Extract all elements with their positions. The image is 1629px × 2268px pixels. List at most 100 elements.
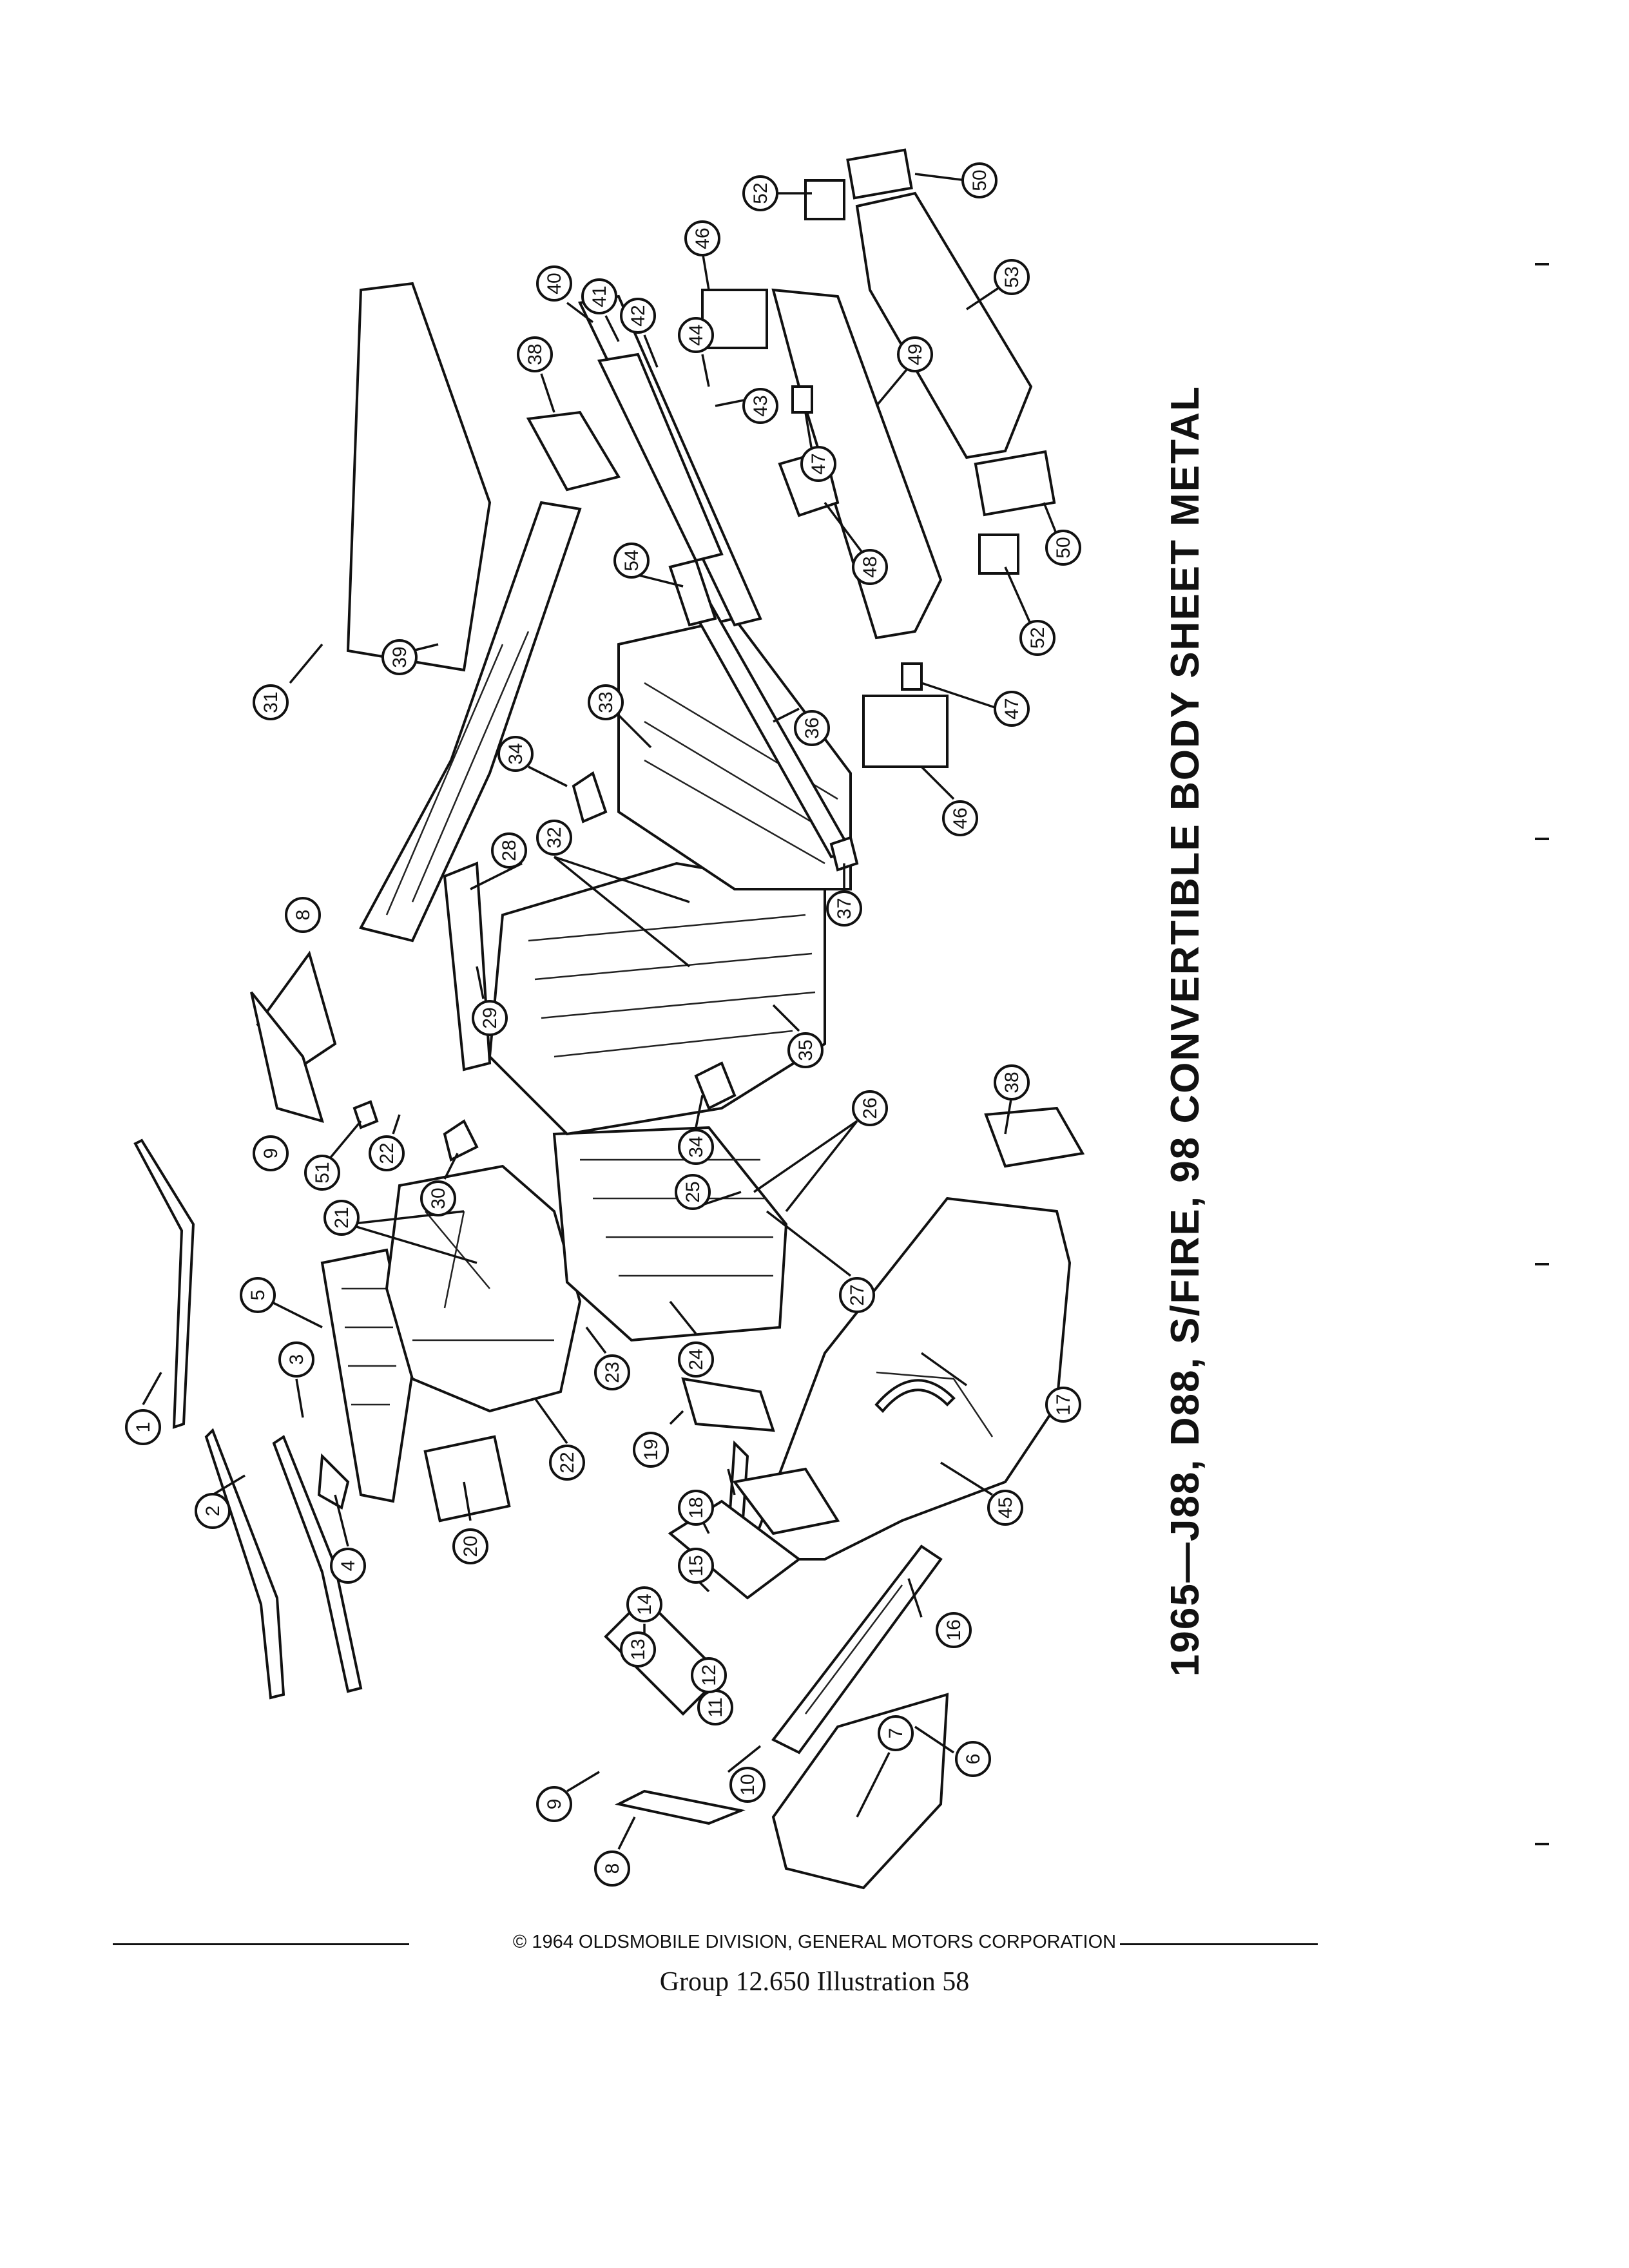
svg-text:52: 52 xyxy=(750,182,771,204)
callout-15: 15 xyxy=(678,1548,714,1584)
callout-14: 14 xyxy=(626,1586,662,1622)
callout-12: 12 xyxy=(691,1657,727,1693)
svg-text:33: 33 xyxy=(595,691,617,713)
svg-text:7: 7 xyxy=(885,1728,907,1739)
callout-21: 21 xyxy=(323,1200,360,1236)
callout-46-upper: 46 xyxy=(684,220,720,256)
callout-3: 3 xyxy=(278,1341,314,1378)
callout-44: 44 xyxy=(678,317,714,353)
callouts: 1 2 3 4 5 6 7 8 8 9 9 10 11 12 13 14 15 … xyxy=(125,162,1081,1887)
svg-text:44: 44 xyxy=(686,324,707,345)
callout-30: 30 xyxy=(420,1180,456,1216)
group-illustration-reference: Group 12.650 Illustration 58 xyxy=(659,1967,970,1997)
svg-text:23: 23 xyxy=(602,1361,623,1383)
callout-40: 40 xyxy=(536,265,572,302)
svg-text:39: 39 xyxy=(389,646,410,668)
callout-48: 48 xyxy=(852,549,888,585)
callout-43: 43 xyxy=(742,388,778,424)
part-outlines xyxy=(133,148,1085,1890)
svg-text:43: 43 xyxy=(750,395,771,416)
svg-text:9: 9 xyxy=(260,1148,282,1159)
callout-31: 31 xyxy=(253,684,289,720)
callout-52-lower: 52 xyxy=(1019,620,1055,656)
edge-mark xyxy=(1535,263,1549,265)
svg-text:9: 9 xyxy=(544,1799,565,1810)
callout-27: 27 xyxy=(839,1277,875,1313)
callout-47-upper: 47 xyxy=(800,446,836,482)
callout-22-lower: 22 xyxy=(549,1445,585,1481)
callout-50-lower: 50 xyxy=(1045,530,1081,566)
callout-51: 51 xyxy=(304,1155,340,1191)
svg-text:34: 34 xyxy=(686,1136,707,1157)
svg-text:14: 14 xyxy=(634,1593,655,1615)
svg-text:2: 2 xyxy=(202,1506,224,1517)
svg-text:3: 3 xyxy=(286,1354,307,1365)
svg-text:24: 24 xyxy=(686,1349,707,1370)
callout-18: 18 xyxy=(678,1490,714,1526)
svg-text:46: 46 xyxy=(692,227,713,249)
svg-text:21: 21 xyxy=(331,1207,352,1228)
callout-6: 6 xyxy=(955,1741,991,1777)
callout-24: 24 xyxy=(678,1341,714,1378)
svg-text:52: 52 xyxy=(1027,627,1048,648)
svg-text:5: 5 xyxy=(247,1290,269,1301)
svg-text:54: 54 xyxy=(621,550,642,571)
callout-54: 54 xyxy=(613,543,650,579)
svg-text:28: 28 xyxy=(499,840,520,861)
svg-text:12: 12 xyxy=(699,1664,720,1686)
callout-13: 13 xyxy=(620,1631,656,1667)
callout-46-lower: 46 xyxy=(942,800,978,836)
svg-text:22: 22 xyxy=(557,1452,578,1473)
svg-text:50: 50 xyxy=(1053,537,1074,558)
callout-1: 1 xyxy=(125,1409,161,1445)
svg-text:38: 38 xyxy=(1001,1072,1023,1093)
svg-text:48: 48 xyxy=(860,556,881,577)
svg-text:49: 49 xyxy=(905,343,926,365)
edge-mark xyxy=(1535,1263,1549,1265)
callout-23: 23 xyxy=(594,1354,630,1390)
svg-text:47: 47 xyxy=(808,453,829,474)
svg-text:8: 8 xyxy=(602,1863,623,1874)
svg-text:17: 17 xyxy=(1053,1394,1074,1415)
svg-text:38: 38 xyxy=(525,343,546,365)
callout-29: 29 xyxy=(472,1000,508,1036)
svg-text:6: 6 xyxy=(963,1754,984,1765)
callout-42: 42 xyxy=(620,298,656,334)
svg-text:20: 20 xyxy=(460,1535,481,1557)
svg-text:47: 47 xyxy=(1001,698,1023,719)
callout-53: 53 xyxy=(994,259,1030,295)
callout-35: 35 xyxy=(787,1032,824,1068)
callout-4: 4 xyxy=(330,1548,366,1584)
callout-41: 41 xyxy=(581,278,617,314)
footer-rule-left xyxy=(113,1943,409,1945)
svg-text:18: 18 xyxy=(686,1497,707,1518)
svg-text:36: 36 xyxy=(802,717,823,738)
callout-39: 39 xyxy=(381,639,418,675)
callout-34-lower: 34 xyxy=(678,1129,714,1165)
callout-8-upper: 8 xyxy=(285,897,321,933)
svg-text:41: 41 xyxy=(589,285,610,307)
callout-45: 45 xyxy=(987,1490,1023,1526)
callout-8-lower: 8 xyxy=(594,1850,630,1887)
svg-text:22: 22 xyxy=(376,1142,398,1164)
callout-37: 37 xyxy=(826,890,862,927)
svg-text:19: 19 xyxy=(641,1439,662,1460)
callout-33: 33 xyxy=(588,684,624,720)
callout-7: 7 xyxy=(878,1715,914,1751)
svg-text:53: 53 xyxy=(1001,266,1023,287)
svg-text:8: 8 xyxy=(293,910,314,921)
svg-text:42: 42 xyxy=(628,305,649,326)
svg-text:25: 25 xyxy=(682,1181,704,1202)
svg-text:11: 11 xyxy=(705,1697,726,1717)
svg-text:29: 29 xyxy=(479,1007,501,1028)
svg-text:4: 4 xyxy=(338,1561,359,1571)
svg-text:26: 26 xyxy=(860,1097,881,1119)
callout-9-upper: 9 xyxy=(253,1135,289,1171)
callout-11: 11 xyxy=(697,1689,733,1725)
callout-25: 25 xyxy=(675,1174,711,1210)
callout-49: 49 xyxy=(897,336,933,372)
svg-text:32: 32 xyxy=(544,827,565,848)
callout-28: 28 xyxy=(491,832,527,869)
callout-38-lower: 38 xyxy=(994,1064,1030,1100)
svg-text:1: 1 xyxy=(133,1422,154,1433)
